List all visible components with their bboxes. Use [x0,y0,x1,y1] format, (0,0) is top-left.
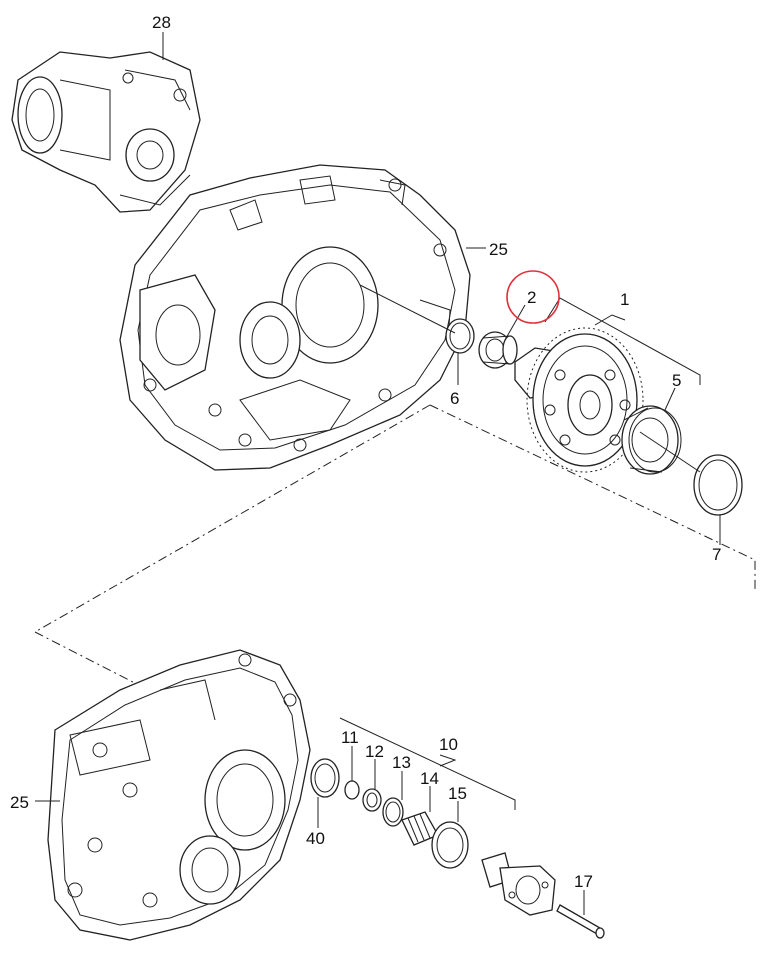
part-40-circlip[interactable] [310,758,340,798]
callout-5[interactable]: 5 [672,371,681,390]
part-7-shim[interactable] [693,454,743,516]
callout-labels: 28 25 2 1 6 5 7 10 11 12 13 14 15 25 40 … [10,13,721,891]
part-17-bolt[interactable] [556,904,605,939]
callout-25-upper[interactable]: 25 [489,240,508,259]
part-13-ring[interactable] [382,797,404,827]
callout-15[interactable]: 15 [448,784,467,803]
part-28-housing[interactable] [11,51,201,213]
callout-13[interactable]: 13 [392,753,411,772]
part-1-differential[interactable] [514,327,644,473]
callout-14[interactable]: 14 [420,769,439,788]
part-10-flange-shaft[interactable] [481,852,556,916]
part-14-spring[interactable] [401,811,439,846]
part-12-ring[interactable] [362,788,382,812]
part-25-gearbox-housing-lower[interactable] [47,649,311,941]
assembly-axis-lines [359,284,701,473]
callout-11[interactable]: 11 [341,728,359,747]
callout-28[interactable]: 28 [152,13,171,32]
part-6-shim[interactable] [445,318,475,354]
part-11-ring[interactable] [344,780,360,800]
callout-12[interactable]: 12 [365,742,384,761]
callout-40[interactable]: 40 [306,829,325,848]
highlight-circle-part-2 [506,270,560,324]
callout-25-lower[interactable]: 25 [10,793,29,812]
callout-7[interactable]: 7 [712,545,721,564]
callout-17[interactable]: 17 [574,872,593,891]
callout-leader-lines [35,32,721,915]
callout-1[interactable]: 1 [620,290,629,309]
part-5-bearing[interactable] [621,405,682,475]
callout-6[interactable]: 6 [450,389,459,408]
callout-2[interactable]: 2 [527,288,536,307]
part-25-gearbox-housing-upper[interactable] [119,164,471,471]
part-2-bearing[interactable] [478,331,518,369]
part-15-seal[interactable] [431,821,469,869]
callout-10[interactable]: 10 [439,735,458,754]
